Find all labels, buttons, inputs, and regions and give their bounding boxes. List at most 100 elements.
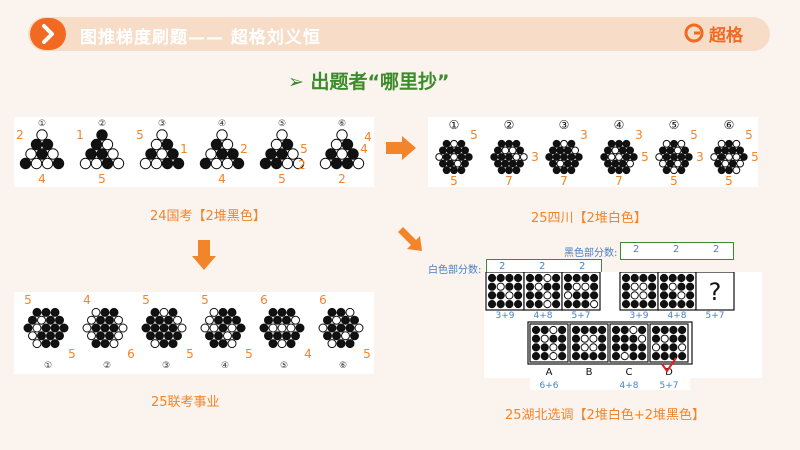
- dot: [618, 159, 627, 168]
- dot: [598, 343, 607, 352]
- dot: [563, 282, 573, 291]
- dot: [496, 273, 505, 283]
- dot: [221, 157, 234, 170]
- arrow-down-icon: [192, 240, 216, 270]
- dot: [549, 343, 558, 352]
- count-top: 5: [201, 293, 209, 307]
- dot: [214, 331, 223, 341]
- count-top: 6: [319, 293, 327, 307]
- count-right: 3: [696, 150, 704, 164]
- dot: [651, 352, 661, 361]
- dot: [611, 343, 621, 352]
- dot: [109, 323, 119, 333]
- dot: [332, 315, 341, 325]
- dot: [327, 339, 337, 349]
- dot: [513, 291, 523, 300]
- count-bottom: 5: [245, 347, 253, 361]
- dot: [146, 331, 155, 341]
- dot: [341, 315, 350, 325]
- dot: [216, 129, 228, 141]
- dot: [96, 331, 105, 341]
- dot: [600, 153, 609, 161]
- dot: [46, 331, 55, 341]
- dot: [150, 138, 163, 151]
- dot: [32, 307, 42, 317]
- dot: [684, 153, 693, 161]
- dot: [319, 157, 332, 170]
- dot: [677, 299, 686, 309]
- dot: [277, 323, 287, 333]
- dot: [572, 291, 581, 300]
- option-sum: 5+7: [660, 381, 679, 390]
- dot: [345, 323, 355, 333]
- dot: [508, 159, 517, 168]
- dot: [567, 153, 576, 161]
- dot: [659, 146, 667, 155]
- figure-label: ⑤: [280, 361, 288, 371]
- dot: [325, 148, 337, 160]
- dot: [670, 139, 678, 148]
- dot: [167, 148, 179, 160]
- dot: [651, 325, 661, 335]
- dot: [159, 307, 169, 317]
- dot: [236, 323, 246, 333]
- dot: [639, 282, 648, 291]
- dot: [41, 157, 54, 170]
- dot: [531, 325, 541, 335]
- dot: [534, 291, 543, 300]
- dot: [345, 339, 355, 349]
- dot: [686, 282, 695, 291]
- dot: [214, 315, 223, 325]
- dot: [558, 334, 567, 343]
- dot: [25, 148, 37, 160]
- dot: [630, 291, 639, 300]
- dot: [327, 307, 337, 317]
- count-right: 3: [531, 150, 539, 164]
- dot: [728, 146, 737, 155]
- caption-25lk: 25联考事业: [151, 395, 220, 410]
- dot: [150, 323, 160, 333]
- dot: [105, 315, 114, 325]
- dot: [341, 157, 354, 170]
- dot: [87, 331, 96, 341]
- dot: [666, 159, 675, 168]
- dot: [505, 153, 513, 161]
- dot: [209, 339, 219, 349]
- dot: [318, 323, 328, 333]
- dot: [50, 323, 60, 333]
- dot: [571, 334, 581, 343]
- dot: [494, 159, 502, 168]
- dot: [660, 343, 669, 352]
- dot: [268, 339, 278, 349]
- dot: [681, 146, 690, 155]
- dot: [543, 291, 552, 300]
- dot: [611, 325, 621, 335]
- dot: [651, 343, 661, 352]
- dot: [549, 146, 557, 155]
- dot: [109, 339, 119, 349]
- dot: [23, 323, 33, 333]
- count-right: 1: [180, 142, 188, 156]
- dot: [55, 331, 64, 341]
- dot: [581, 273, 590, 283]
- dot: [90, 157, 103, 170]
- dot: [223, 331, 232, 341]
- dot: [549, 325, 558, 335]
- dot: [639, 299, 648, 309]
- dot: [677, 291, 686, 300]
- dot: [739, 153, 748, 161]
- dot: [563, 273, 573, 283]
- dot: [571, 352, 581, 361]
- dot: [662, 166, 671, 175]
- dot: [91, 307, 101, 317]
- dot: [79, 157, 92, 170]
- dot: [580, 334, 589, 343]
- dot: [581, 291, 590, 300]
- dot: [96, 315, 105, 325]
- count-bottom: 5: [450, 174, 458, 187]
- dot: [638, 343, 647, 352]
- dot: [36, 129, 48, 141]
- dot: [173, 315, 182, 325]
